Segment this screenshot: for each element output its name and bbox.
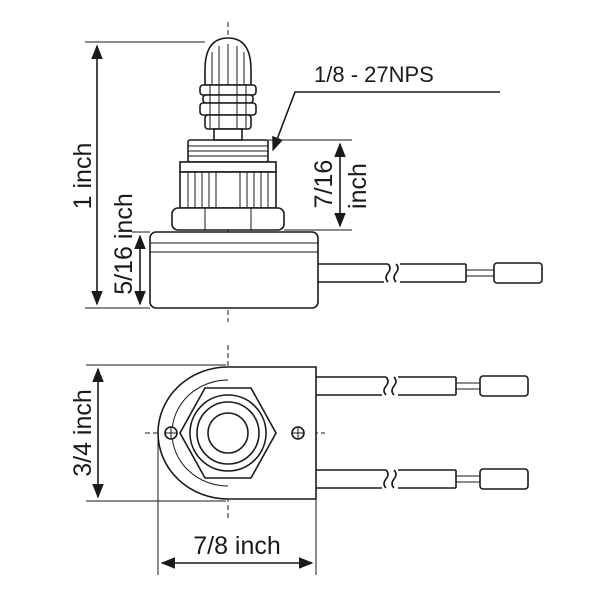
top-wire-upper [316,375,529,397]
side-wire [318,262,543,284]
side-view: 1 inch 5/16 inch 7/16 inch 1/8 - 27NPS [69,22,543,322]
label-base-width: 7/8 inch [193,532,281,560]
knob-rib-1 [199,84,257,96]
top-view: 3/4 inch 7/8 inch [69,345,529,575]
top-shaft [207,412,249,454]
knob-rib-3 [199,102,257,116]
nut-top [179,161,277,173]
bushing-threads [188,145,268,157]
washer [171,207,285,231]
label-thread-height-value: 7/16 [310,160,338,209]
nut-knurl [187,172,269,208]
label-base-height: 5/16 inch [110,193,138,294]
top-wire-lower [316,468,529,490]
shaft [213,128,243,141]
thread-leader [272,91,500,152]
wire-terminal [493,262,543,284]
hex-nut [179,171,277,209]
label-thread: 1/8 - 27NPS [314,62,434,87]
label-body-width: 3/4 inch [69,389,97,477]
knob-knurl [211,44,245,85]
knob-neck [204,114,252,130]
label-total-height: 1 inch [69,143,97,210]
switch-base [149,231,319,309]
label-thread-height-unit: inch [344,163,372,209]
knob-rib-marks [209,85,247,129]
